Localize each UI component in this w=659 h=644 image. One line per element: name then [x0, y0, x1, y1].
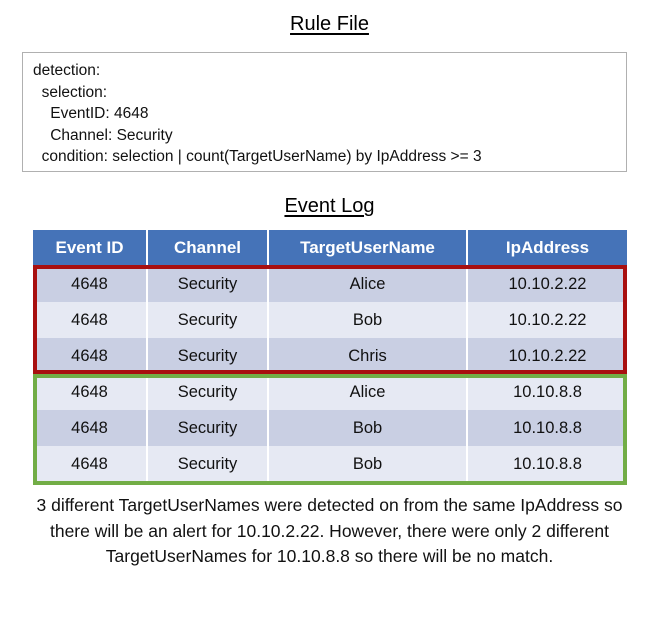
cell-event-id: 4648	[33, 302, 148, 338]
table-row: 4648 Security Alice 10.10.8.8	[33, 374, 627, 410]
rule-file-box: detection: selection: EventID: 4648 Chan…	[22, 52, 627, 172]
cell-ipaddress: 10.10.2.22	[467, 265, 627, 302]
event-log-title: Event Log	[0, 194, 659, 218]
table-row: 4648 Security Alice 10.10.2.22	[33, 265, 627, 302]
cell-targetusername: Alice	[268, 374, 468, 410]
event-log-title-text: Event Log	[284, 195, 375, 217]
cell-channel: Security	[147, 374, 269, 410]
rule-line-condition: condition: selection | count(TargetUserN…	[33, 148, 482, 165]
table-row: 4648 Security Bob 10.10.2.22	[33, 302, 627, 338]
cell-targetusername: Bob	[268, 410, 468, 446]
cell-channel: Security	[147, 338, 269, 374]
cell-ipaddress: 10.10.8.8	[467, 374, 627, 410]
rule-file-title-text: Rule File	[290, 13, 369, 35]
table-row: 4648 Security Bob 10.10.8.8	[33, 410, 627, 446]
rule-line-eventid: EventID: 4648	[33, 105, 149, 122]
cell-targetusername: Bob	[268, 446, 468, 482]
cell-ipaddress: 10.10.8.8	[467, 410, 627, 446]
cell-ipaddress: 10.10.2.22	[467, 338, 627, 374]
cell-targetusername: Alice	[268, 265, 468, 302]
event-log-table: Event ID Channel TargetUserName IpAddres…	[33, 230, 627, 482]
column-header-targetusername: TargetUserName	[268, 230, 468, 266]
cell-targetusername: Bob	[268, 302, 468, 338]
cell-channel: Security	[147, 410, 269, 446]
explanation-caption: 3 different TargetUserNames were detecte…	[36, 495, 623, 566]
rule-line-selection: selection:	[33, 83, 108, 101]
cell-channel: Security	[147, 265, 269, 302]
rule-line-detection: detection:	[33, 62, 101, 79]
cell-event-id: 4648	[33, 265, 148, 302]
table-header-row: Event ID Channel TargetUserName IpAddres…	[33, 230, 627, 266]
cell-targetusername: Chris	[268, 338, 468, 374]
cell-ipaddress: 10.10.8.8	[467, 446, 627, 482]
rule-line-channel: Channel: Security	[33, 126, 173, 144]
table-row: 4648 Security Chris 10.10.2.22	[33, 338, 627, 374]
table-row: 4648 Security Bob 10.10.8.8	[33, 446, 627, 482]
cell-event-id: 4648	[33, 338, 148, 374]
column-header-ipaddress: IpAddress	[467, 230, 627, 266]
cell-event-id: 4648	[33, 374, 148, 410]
cell-channel: Security	[147, 302, 269, 338]
cell-ipaddress: 10.10.2.22	[467, 302, 627, 338]
cell-event-id: 4648	[33, 446, 148, 482]
cell-channel: Security	[147, 446, 269, 482]
column-header-channel: Channel	[147, 230, 269, 266]
cell-event-id: 4648	[33, 410, 148, 446]
column-header-event-id: Event ID	[33, 230, 148, 266]
rule-file-title: Rule File	[0, 12, 659, 36]
